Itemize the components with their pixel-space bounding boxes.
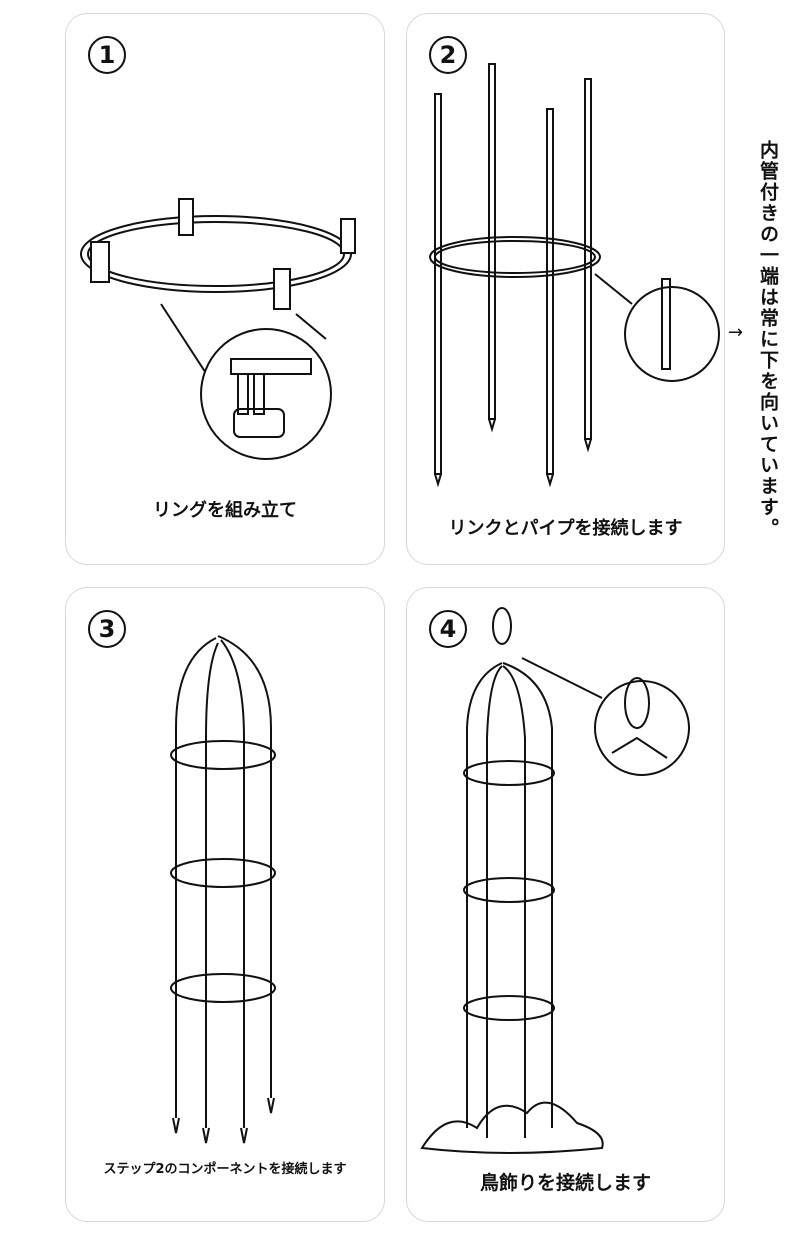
- step-caption: リンクとパイプを接続します: [448, 518, 683, 539]
- step-caption: リングを組み立て: [153, 500, 297, 521]
- step-number: 1: [88, 36, 126, 74]
- ring-pipe-illustration: [429, 63, 720, 488]
- step-3-panel: 3 ステップ2のコンポーネントを接続します: [65, 587, 385, 1222]
- obelisk-frame-illustration: [170, 635, 276, 1144]
- step-1-panel: 1 リングを組み立て: [65, 13, 385, 565]
- step-caption: 鳥飾りを接続します: [479, 1172, 651, 1194]
- bird-ornament-illustration: [420, 607, 690, 1154]
- side-note: 内管付きの一端は常に下を向いています。: [757, 140, 779, 539]
- step-caption: ステップ2のコンポーネントを接続します: [103, 1162, 347, 1177]
- step-number: 3: [88, 610, 126, 648]
- step-4-panel: 4 鳥飾りを接続します: [406, 587, 725, 1222]
- ring-assembly-illustration: [80, 198, 356, 460]
- step-number: 4: [429, 610, 467, 648]
- step-number: 2: [429, 36, 467, 74]
- step-2-panel: 2 リンクとパイプを接続します: [406, 13, 725, 565]
- arrow-icon: →: [728, 322, 744, 343]
